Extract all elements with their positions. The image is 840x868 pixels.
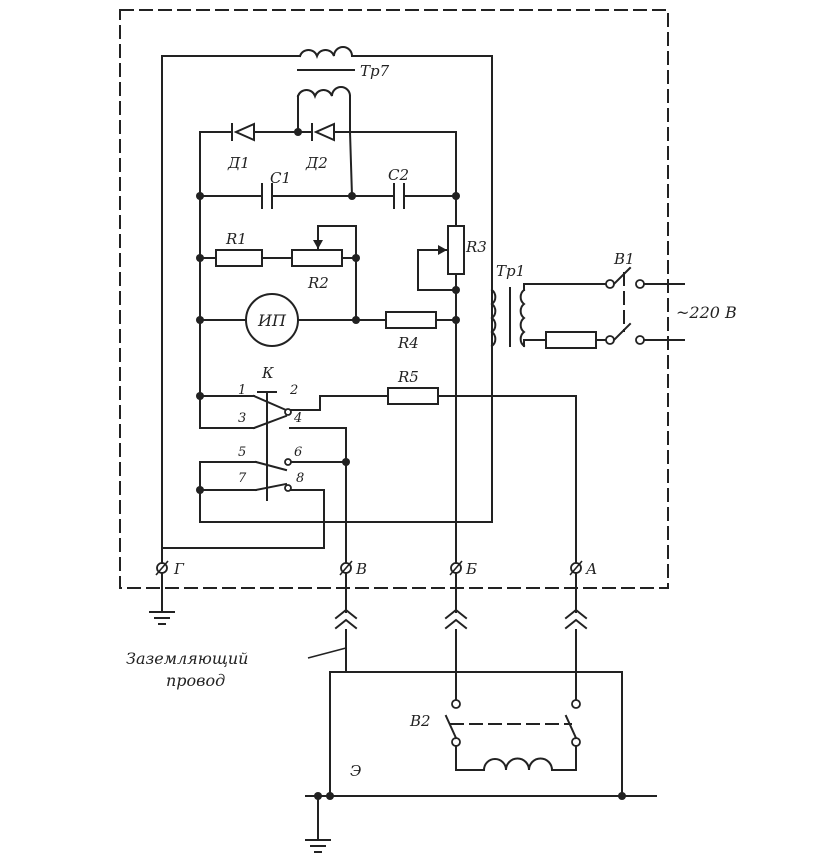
b1-contact-br <box>635 335 645 345</box>
wire-terminal-stubs <box>161 539 457 564</box>
k-contact-4 <box>284 408 292 416</box>
label-pin5: 5 <box>238 445 246 460</box>
label-r3: R3 <box>465 238 487 256</box>
resistor-r2 <box>291 249 343 267</box>
node-c-right <box>452 192 460 200</box>
terminal-slashes <box>155 560 583 576</box>
b2-contact-tl <box>451 699 461 709</box>
r2-wiper <box>317 225 357 321</box>
ground-symbol-bottom <box>305 795 331 853</box>
label-term-a: А <box>585 560 597 578</box>
wire-k-right <box>161 395 577 569</box>
enclosure-outline <box>119 9 669 589</box>
ground-symbol-top <box>149 572 175 625</box>
label-pin3: 3 <box>238 411 246 426</box>
label-pin6: 6 <box>294 445 302 460</box>
label-term-g: Г <box>173 560 185 578</box>
wire-k-left <box>199 395 255 429</box>
label-pin4: 4 <box>293 411 302 426</box>
wire-diode-row <box>199 131 457 227</box>
label-c2: С2 <box>388 166 409 184</box>
node-r3-bottom <box>452 286 460 294</box>
wire-mains <box>643 283 685 341</box>
node-d-mid <box>294 128 302 136</box>
lower-enclosure <box>329 671 623 797</box>
label-term-b: Б <box>465 560 477 578</box>
fuse <box>545 331 597 349</box>
tr1-primary-coil <box>490 288 497 348</box>
b2-contact-bl <box>451 737 461 747</box>
label-r1: R1 <box>225 230 247 248</box>
k-blades <box>252 394 288 492</box>
b2-blades <box>444 714 578 740</box>
node-r2-right <box>352 254 360 262</box>
label-d2: Д2 <box>305 154 328 172</box>
wire-k-row2 <box>199 461 257 491</box>
r2-wiper-arrow <box>313 240 323 249</box>
label-b1: В1 <box>613 250 635 268</box>
node-meter-mid <box>352 316 360 324</box>
node-r-left <box>196 254 204 262</box>
label-ground-wire-2: провод <box>166 671 225 690</box>
label-pin1: 1 <box>238 383 246 398</box>
wire-top-rail <box>161 55 493 523</box>
label-d1: Д1 <box>227 154 250 172</box>
r3-wiper-arrow <box>438 245 447 255</box>
diode-d1 <box>231 122 255 142</box>
tr7-primary-coil <box>298 46 354 60</box>
plug-connector-v <box>334 608 358 630</box>
node-e-right <box>618 792 626 800</box>
wire-b2-coil <box>455 745 577 771</box>
resistor-r5 <box>387 387 439 405</box>
diode-d2 <box>311 122 335 142</box>
tr7-secondary-leads <box>297 95 354 198</box>
node-k-3 <box>196 392 204 400</box>
capacitor-c1 <box>261 183 273 209</box>
label-term-v: В <box>355 560 367 578</box>
node-k-7 <box>196 486 204 494</box>
resistor-r4 <box>385 311 437 329</box>
label-b2: В2 <box>409 712 431 730</box>
tr7-secondary-coil <box>296 86 352 100</box>
plug-connector-b <box>444 608 468 630</box>
node-c-left <box>196 192 204 200</box>
wire-bottom-return <box>199 461 493 523</box>
ground-wire-leader <box>307 647 347 659</box>
k-contact-6 <box>284 458 292 466</box>
resistor-r1 <box>215 249 263 267</box>
plug-connector-a <box>564 608 588 630</box>
label-pin8: 8 <box>296 471 304 486</box>
label-tr7: Тр7 <box>360 62 390 80</box>
label-mains: ~220 В <box>676 303 737 322</box>
tr1-secondary-coil <box>519 288 526 348</box>
label-tr1: Тр1 <box>496 262 525 280</box>
resistor-r3 <box>447 225 465 275</box>
node-e-mid <box>326 792 334 800</box>
label-pin7: 7 <box>238 471 247 486</box>
b2-contact-br <box>571 737 581 747</box>
label-r5: R5 <box>397 368 419 386</box>
label-ground-wire-1: Заземляющий <box>126 649 248 668</box>
node-c-mid <box>348 192 356 200</box>
meter-ip <box>245 293 299 347</box>
b1-blades <box>612 266 632 342</box>
node-k-6 <box>342 458 350 466</box>
label-r2: R2 <box>307 274 329 292</box>
b2-contact-tr <box>571 699 581 709</box>
b2-coil <box>482 757 554 772</box>
label-e: Э <box>350 762 361 780</box>
label-c1: С1 <box>270 169 291 187</box>
label-r4: R4 <box>397 334 419 352</box>
label-k: К <box>261 364 274 382</box>
capacitor-c2 <box>393 183 405 209</box>
node-r4-right <box>452 316 460 324</box>
k-contact-8 <box>284 484 292 492</box>
label-pin2: 2 <box>289 383 298 398</box>
label-ip: ИП <box>257 311 287 330</box>
node-meter-left <box>196 316 204 324</box>
k-plunger <box>257 391 277 501</box>
b1-contact-tr <box>635 279 645 289</box>
